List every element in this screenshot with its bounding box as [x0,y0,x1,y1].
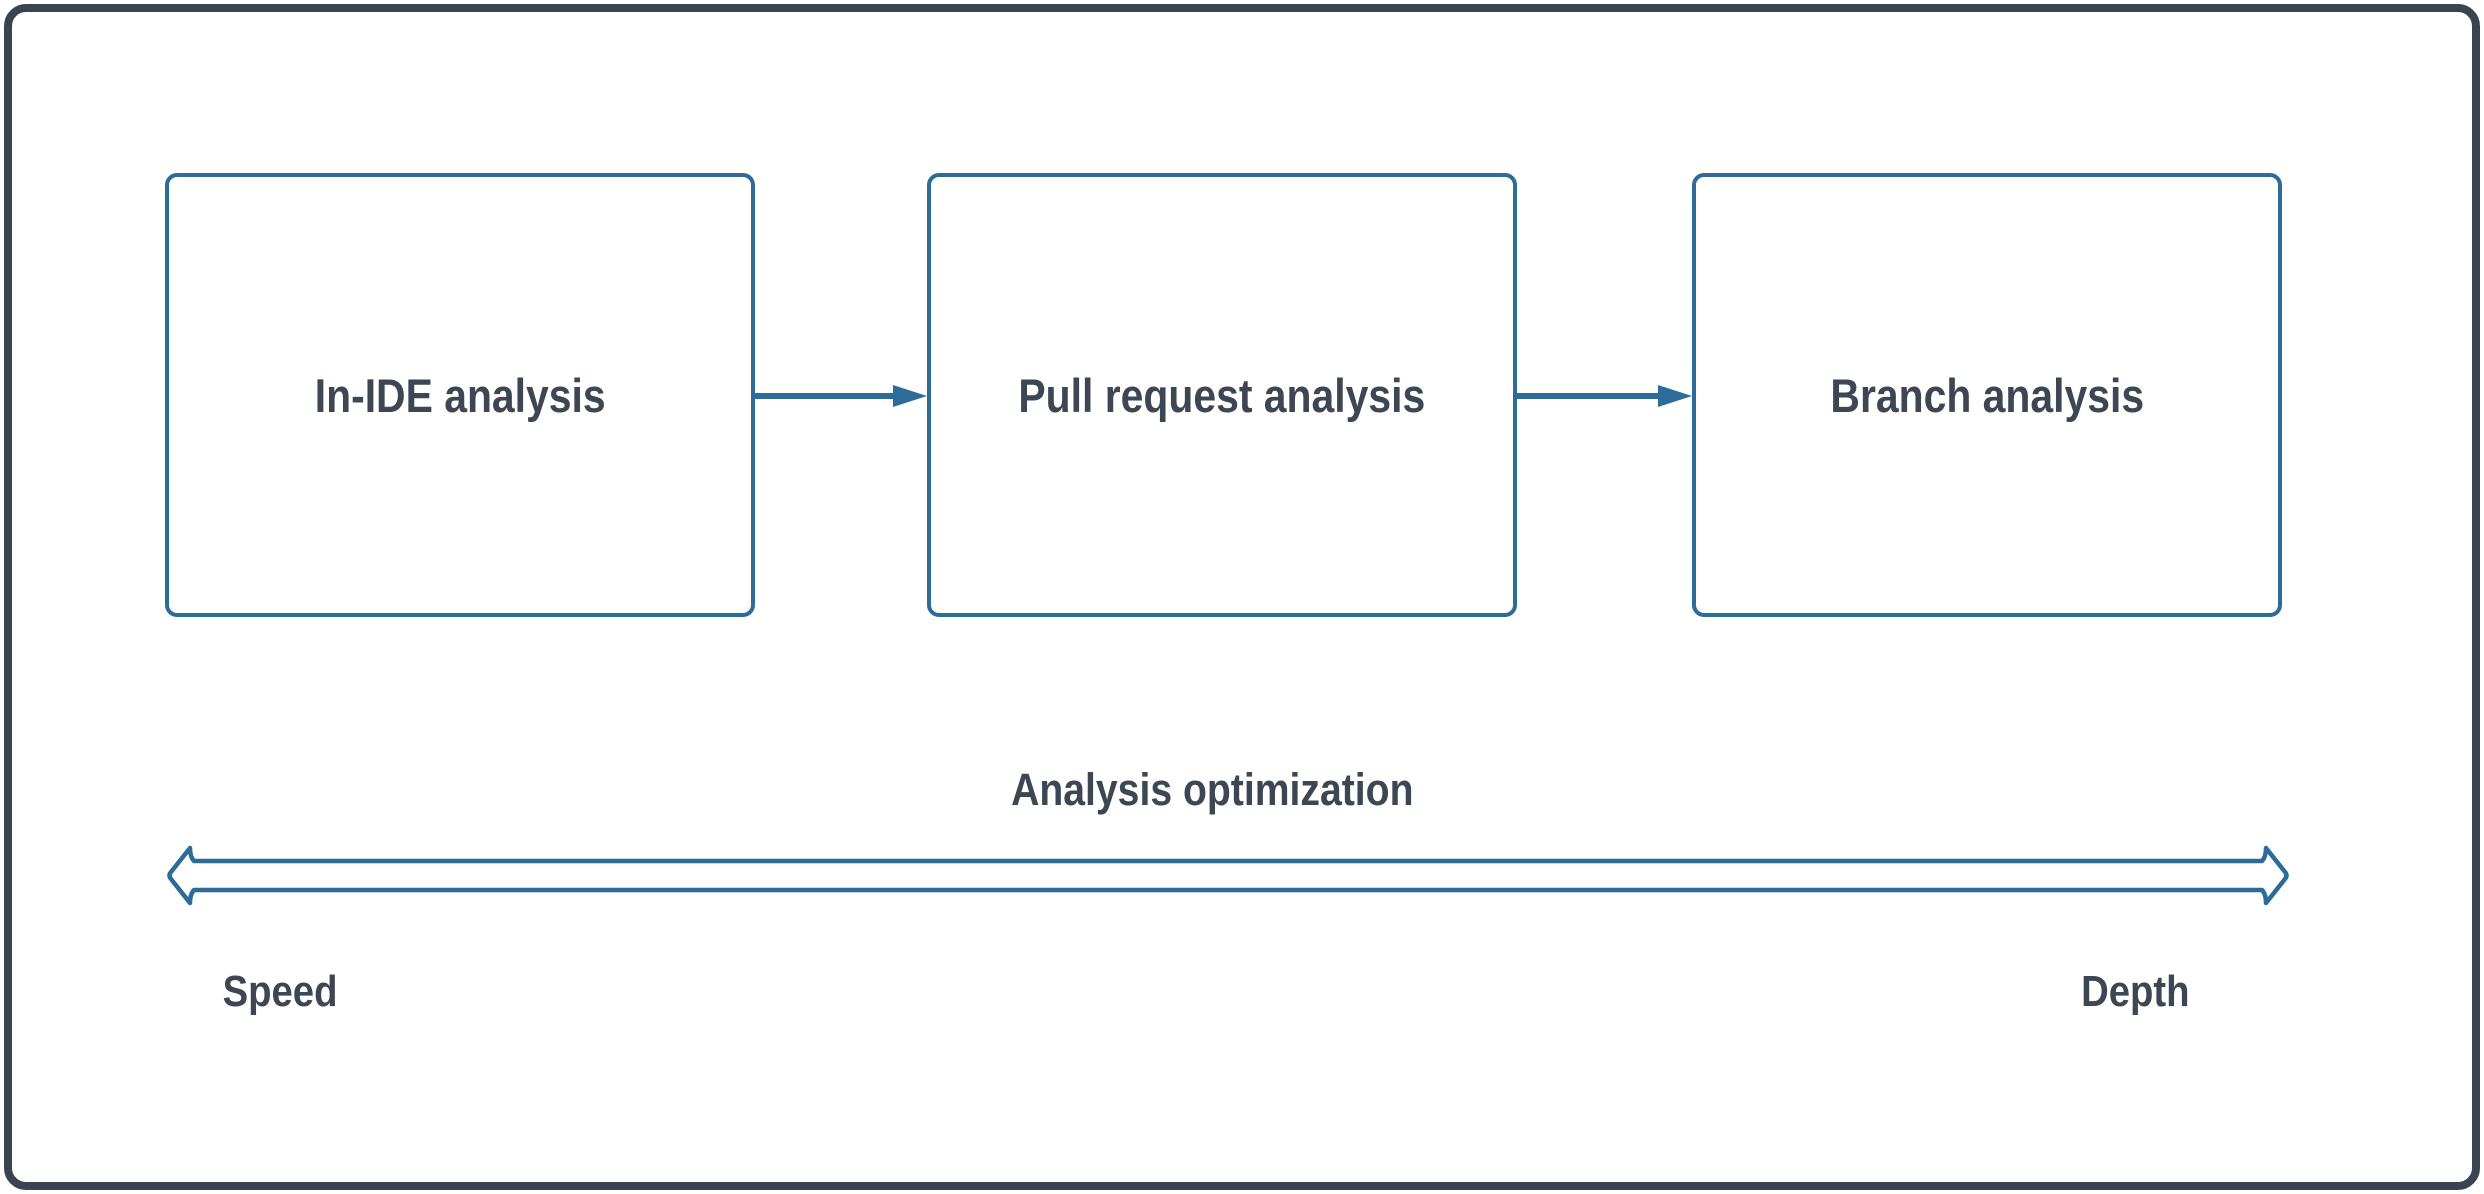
flow-box-in-ide-analysis: In-IDE analysis [165,173,755,617]
double-headed-arrow-icon [167,845,2289,906]
flow-box-label: Pull request analysis [1018,368,1426,422]
right-arrow-icon [755,385,927,407]
flow-box-pull-request-analysis: Pull request analysis [927,173,1517,617]
outer-frame: In-IDE analysis Pull request analysis Br… [4,4,2480,1190]
axis-label-speed-text: Speed [222,967,338,1016]
axis-title-text: Analysis optimization [1010,764,1414,815]
flow-box-branch-analysis: Branch analysis [1692,173,2282,617]
axis-title: Analysis optimization [792,764,1632,816]
flow-box-label: In-IDE analysis [314,368,606,422]
axis-label-depth-text: Depth [2080,967,2190,1016]
flow-box-label: Branch analysis [1830,368,2144,422]
axis-label-speed: Speed [165,967,395,1017]
axis-label-depth: Depth [2020,967,2250,1017]
right-arrow-icon [1517,385,1692,407]
